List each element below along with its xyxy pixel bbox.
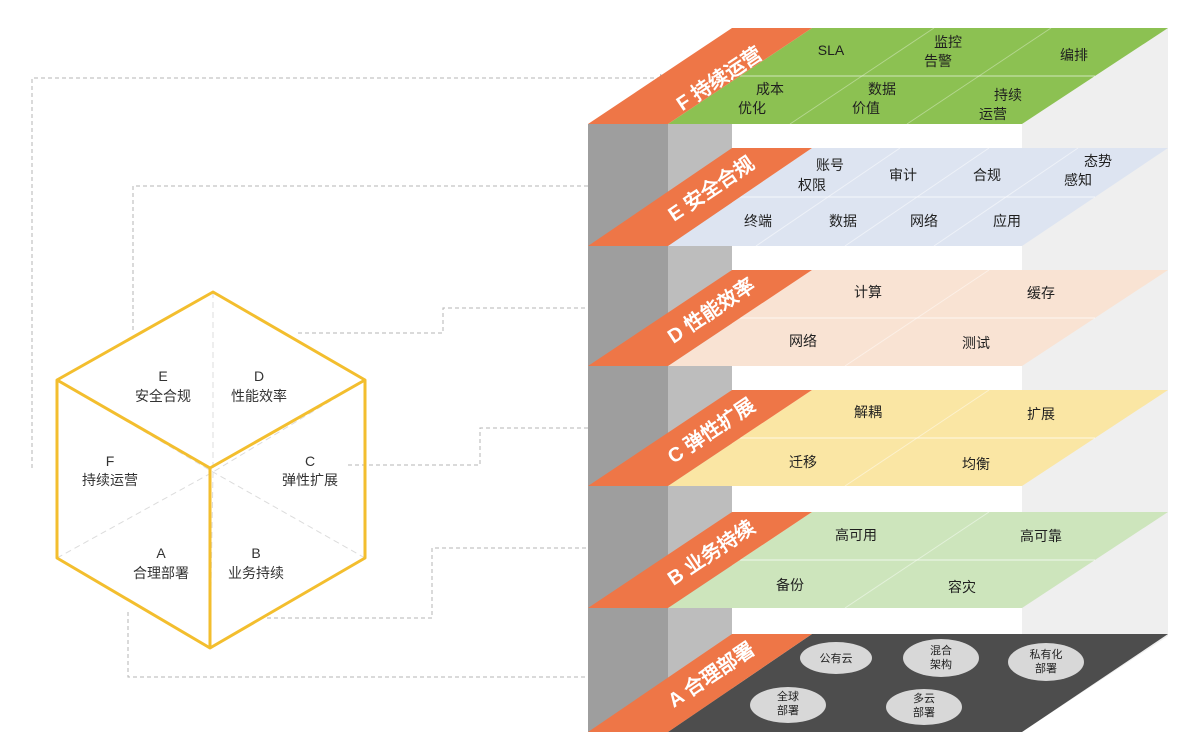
stack-spacer xyxy=(732,246,1022,270)
layer-F: F 持续运营 SLA 监控 告警 编排 成本 优化 数据 价值 持续 运营 xyxy=(588,27,1168,125)
layer-C-item: 迁移 xyxy=(789,454,817,470)
layer-B-item: 备份 xyxy=(776,577,804,593)
connector-F xyxy=(31,77,660,468)
layer-A-pill xyxy=(886,689,962,725)
layer-F-item: 持续 xyxy=(994,87,1022,103)
connectors xyxy=(31,77,660,678)
layer-E-item: 感知 xyxy=(1064,172,1092,188)
layer-B-item: 高可用 xyxy=(835,527,877,543)
layer-E-divider xyxy=(755,147,901,247)
cube-inner-line xyxy=(212,471,366,559)
connector-E xyxy=(132,185,588,330)
layer-F-item: 数据 xyxy=(868,81,896,97)
layer-B-item: 高可靠 xyxy=(1020,528,1062,544)
layer-D-item: 测试 xyxy=(962,335,990,351)
layer-E-item: 权限 xyxy=(798,177,826,193)
layer-D: D 性能效率 计算 缓存 网络 测试 xyxy=(588,269,1168,367)
stack-spacer xyxy=(732,366,1022,390)
layer-E-item: 网络 xyxy=(910,213,938,229)
layer-B-item: 容灾 xyxy=(948,579,976,595)
layer-A-item: 全球 xyxy=(777,689,799,703)
layer-D-band xyxy=(588,270,812,366)
layer-E-divider xyxy=(933,147,1079,247)
stack-spacer xyxy=(732,126,1022,146)
layer-A-item: 公有云 xyxy=(820,651,853,665)
layer-stack: F 持续运营 SLA 监控 告警 编排 成本 优化 数据 价值 持续 运营 E … xyxy=(588,27,1168,732)
layer-A-band xyxy=(588,634,812,732)
layer-E-divider xyxy=(844,147,990,247)
layer-A-item: 部署 xyxy=(777,703,799,717)
cube-face-letter-A: A xyxy=(156,545,166,561)
cube-face-letter-F: F xyxy=(106,453,115,469)
cube-face-letter-B: B xyxy=(251,545,260,561)
cube: E 安全合规 D 性能效率 F 持续运营 C 弹性扩展 A 合理部署 B 业务持… xyxy=(55,290,367,650)
layer-E-item: 态势 xyxy=(1084,153,1112,169)
cube-front-edges xyxy=(56,378,366,470)
layer-F-item: 成本 xyxy=(756,81,784,97)
layer-B-band xyxy=(588,512,812,608)
stack-spacer xyxy=(732,486,1022,512)
layer-A-item: 私有化 xyxy=(1030,647,1063,661)
layer-E-item: 终端 xyxy=(744,213,772,229)
layer-D-item: 网络 xyxy=(789,333,817,349)
connector-D xyxy=(298,307,588,334)
layer-A-item: 多云 xyxy=(913,691,935,705)
layer-A-pill xyxy=(1008,643,1084,681)
layer-A-item: 架构 xyxy=(930,657,952,671)
layer-E: E 安全合规 账号 权限 审计 合规 态势 感知 终端 数据 网络 应用 xyxy=(588,147,1168,247)
connector-A xyxy=(127,612,588,678)
stack-spacer xyxy=(732,608,1022,634)
layer-D-divider xyxy=(844,269,990,367)
layer-C-item: 均衡 xyxy=(962,456,990,472)
layer-A-item: 部署 xyxy=(1035,661,1057,675)
layer-C-item: 扩展 xyxy=(1027,406,1055,422)
layer-B-divider xyxy=(844,511,990,609)
layer-F-item: 监控 xyxy=(934,34,962,50)
layer-F-item: 价值 xyxy=(852,100,880,116)
cube-face-label-B: 业务持续 xyxy=(228,565,284,581)
layer-D-item: 计算 xyxy=(854,284,882,300)
layer-F-item: 运营 xyxy=(979,106,1007,122)
cube-face-letter-C: C xyxy=(305,453,315,469)
layer-D-item: 缓存 xyxy=(1027,285,1055,301)
layer-E-band xyxy=(588,148,812,246)
layer-C-divider xyxy=(844,389,990,487)
cube-face-letter-D: D xyxy=(254,368,264,384)
layer-F-item: 告警 xyxy=(924,53,952,69)
layer-F-item: 优化 xyxy=(738,100,766,116)
layer-F-item: 编排 xyxy=(1060,47,1088,63)
layer-F-item: SLA xyxy=(818,42,845,58)
stack-right-face xyxy=(1022,28,1168,732)
layer-F-divider xyxy=(789,27,935,125)
cube-face-label-F: 持续运营 xyxy=(82,472,138,488)
cube-face-label-D: 性能效率 xyxy=(231,388,287,404)
layer-A-item: 混合 xyxy=(930,643,952,657)
layer-E-item: 数据 xyxy=(829,213,857,229)
connector-C xyxy=(348,427,588,466)
cube-face-label-E: 安全合规 xyxy=(135,388,191,404)
layer-C-band xyxy=(588,390,812,486)
layer-A-pill xyxy=(750,687,826,723)
layer-F-divider xyxy=(906,27,1052,125)
layer-A-item: 部署 xyxy=(913,705,935,719)
layer-E-item: 账号 xyxy=(816,157,844,173)
layer-C-item: 解耦 xyxy=(854,404,882,420)
layer-A-pill xyxy=(800,642,872,674)
cube-face-letter-E: E xyxy=(158,368,167,384)
layer-E-item: 合规 xyxy=(973,167,1001,183)
layer-F-band xyxy=(588,28,812,124)
layer-A: A 合理部署 公有云 混合 架构 私有化 部署 全球 部署 多云 部署 xyxy=(588,634,1168,732)
layer-E-item: 应用 xyxy=(993,213,1021,229)
layer-A-pill xyxy=(903,639,979,677)
layer-B: B 业务持续 高可用 高可靠 备份 容灾 xyxy=(588,511,1168,609)
cube-face-label-A: 合理部署 xyxy=(133,565,189,581)
cube-face-label-C: 弹性扩展 xyxy=(282,472,338,488)
layer-E-item: 审计 xyxy=(889,167,917,183)
connector-B xyxy=(260,547,588,619)
